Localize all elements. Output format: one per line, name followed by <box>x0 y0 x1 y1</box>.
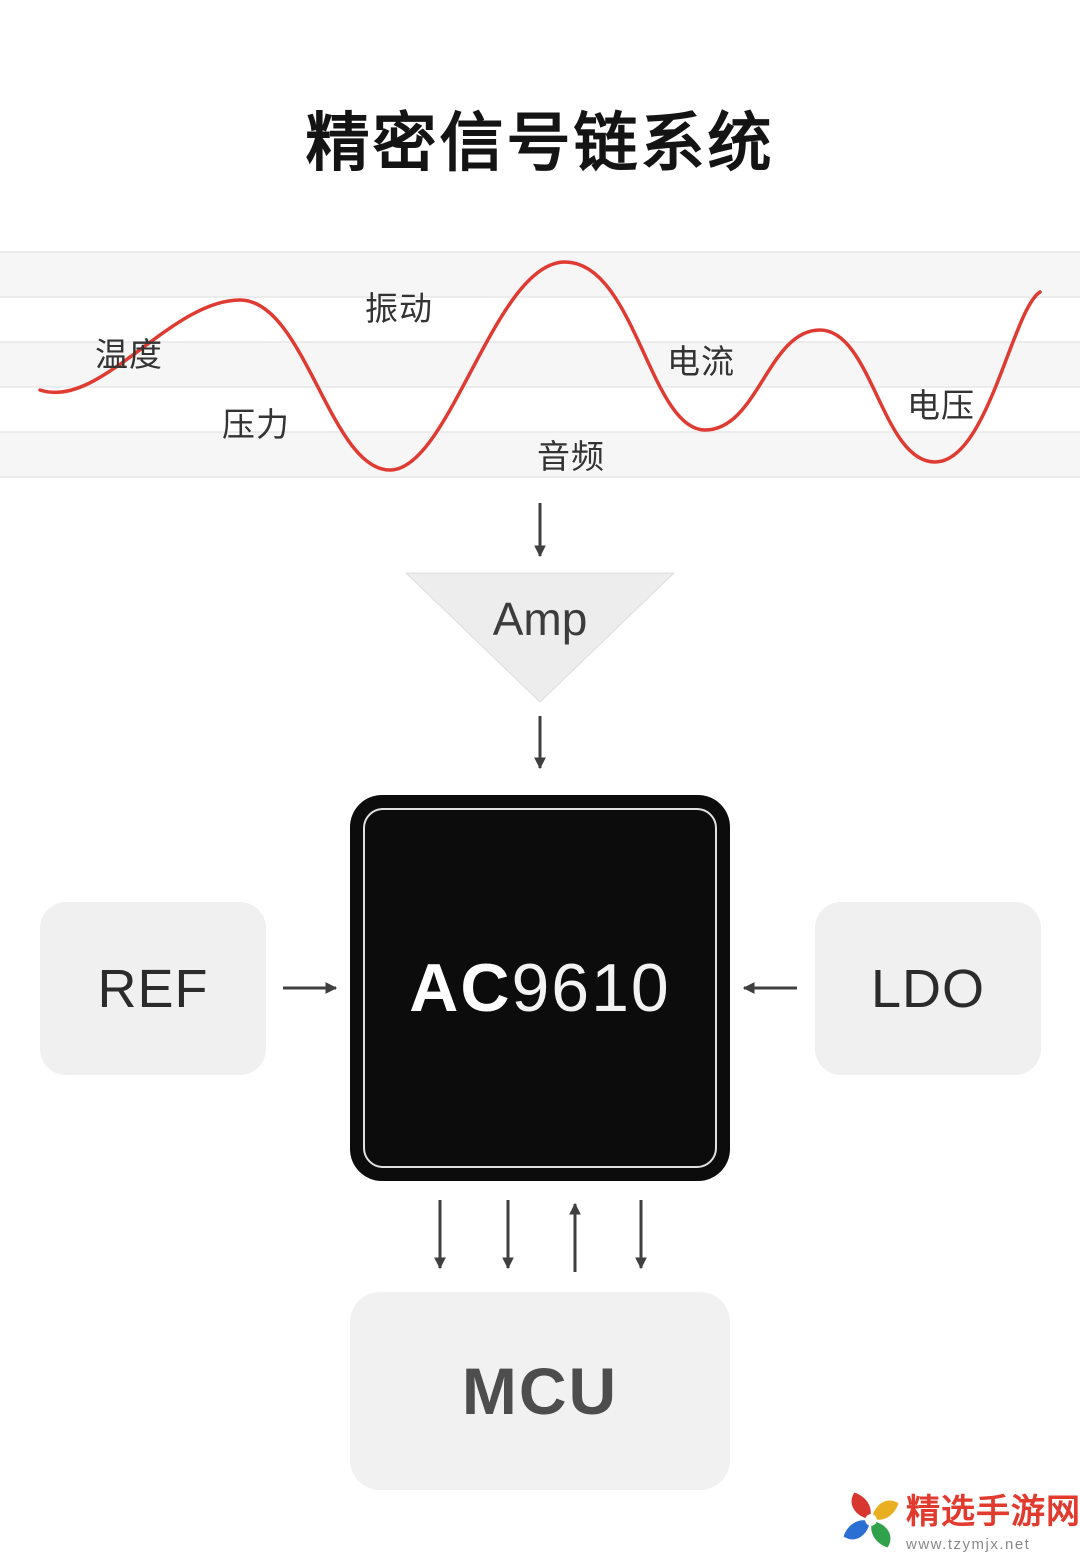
pinwheel-logo-icon <box>843 1491 899 1547</box>
chip-inner-border <box>363 808 717 1168</box>
wave-label-vibration: 振动 <box>365 290 433 327</box>
page-title: 精密信号链系统 <box>305 107 775 179</box>
amp-label: Amp <box>492 593 588 645</box>
watermark-texts: 精选手游网 www.tzymjx.net <box>906 1484 1080 1553</box>
watermark-site-name: 精选手游网 <box>906 1493 1080 1531</box>
wave-label-audio: 音频 <box>537 438 605 475</box>
signal-wave-chart <box>0 251 1080 478</box>
ldo-label: LDO <box>870 958 986 1019</box>
wave-label-current: 电流 <box>667 343 735 380</box>
mcu-label: MCU <box>461 1354 619 1428</box>
wave-label-pressure: 压力 <box>222 406 290 443</box>
ref-label: REF <box>97 958 209 1019</box>
wave-label-voltage: 电压 <box>907 387 975 424</box>
mcu-block: MCU <box>350 1292 730 1490</box>
ldo-block: LDO <box>815 902 1041 1075</box>
ref-block: REF <box>40 902 266 1075</box>
wave-label-temperature: 温度 <box>95 336 163 373</box>
chip-label-prefix: AC <box>409 950 512 1026</box>
wave-band-row <box>0 252 1080 297</box>
wave-line <box>38 260 1042 472</box>
watermark-site-url: www.tzymjx.net <box>906 1536 1031 1553</box>
watermark: 精选手游网 www.tzymjx.net <box>840 1484 1080 1553</box>
wave-band-row <box>0 342 1080 387</box>
chip-label-suffix: 9610 <box>511 950 671 1026</box>
